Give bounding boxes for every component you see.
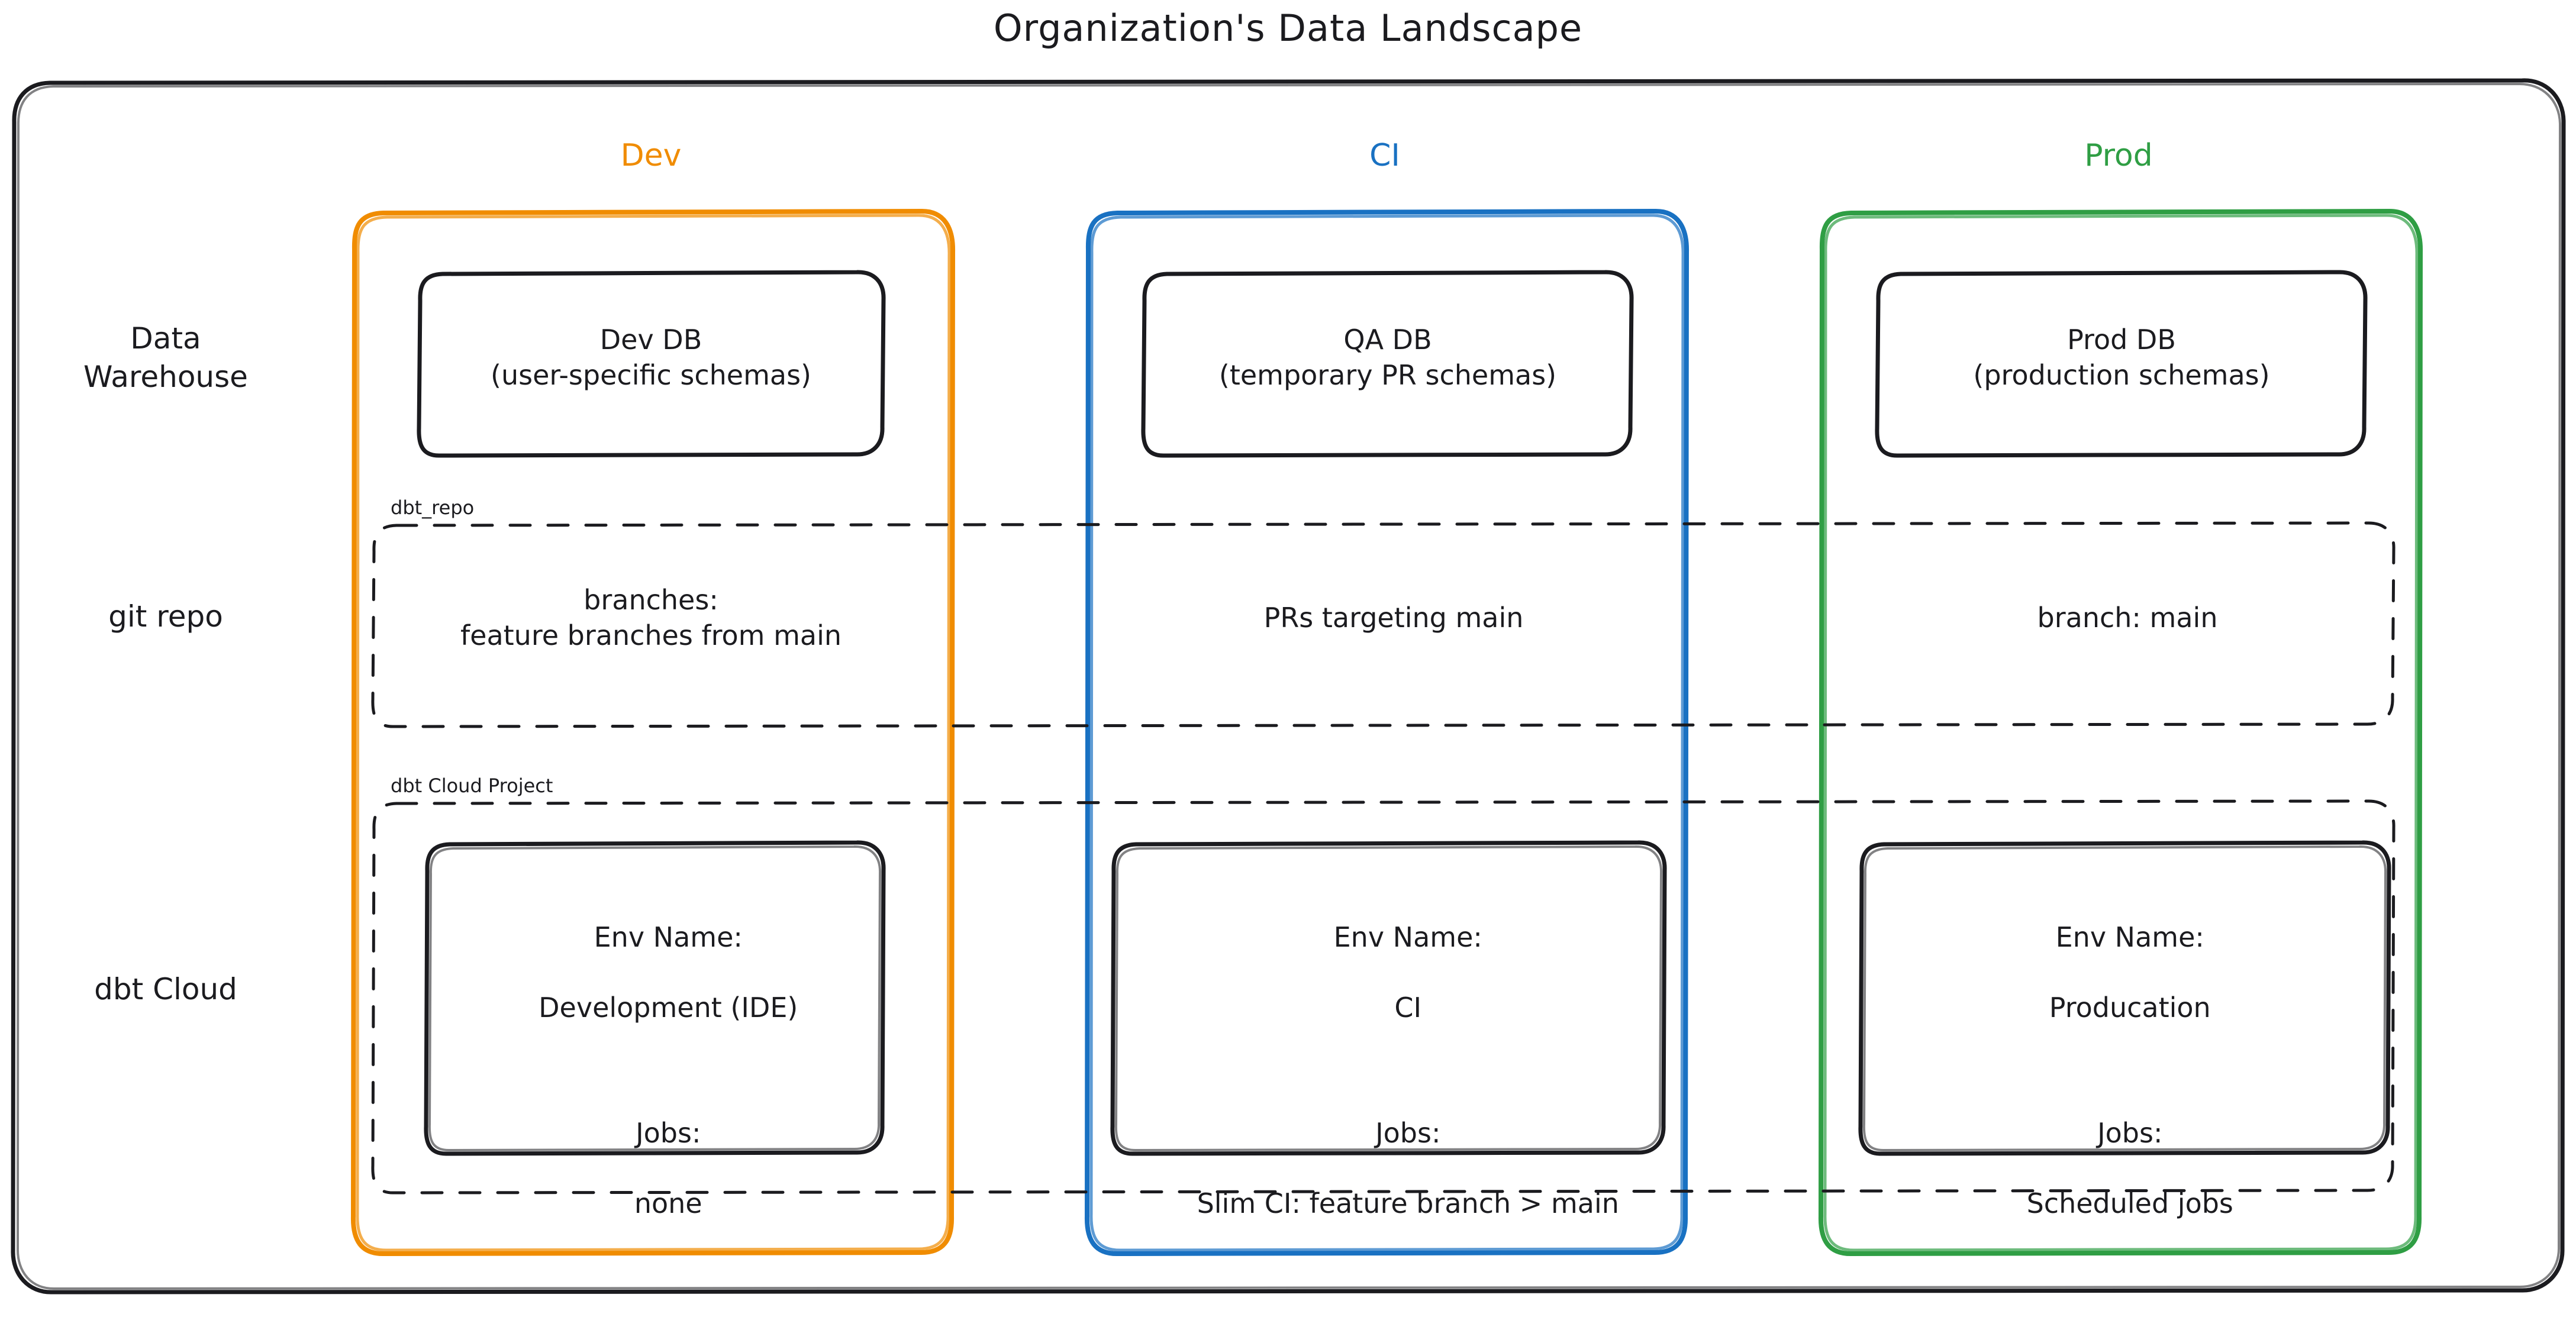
node-prod-git-branch: branch: main — [2037, 602, 2218, 634]
node-prod-db: Prod DB (production schemas) — [1973, 324, 2270, 391]
node-dev-dbt-cloud-env: Env Name: Development (IDE) Jobs: none — [414, 885, 888, 1257]
dev-env-name-label: Env Name: — [594, 921, 743, 953]
row-label-data-warehouse: Data Warehouse — [83, 321, 248, 394]
spacer — [1858, 1061, 2367, 1080]
prod-env-name-label: Env Name: — [2055, 921, 2204, 953]
spacer — [1113, 1061, 1669, 1080]
node-qa-db: QA DB (temporary PR schemas) — [1218, 324, 1557, 391]
dev-jobs-value: none — [634, 1187, 702, 1220]
node-dev-git-branches: branches: feature branches from main — [460, 584, 842, 651]
dev-env-name-value: Development (IDE) — [539, 992, 798, 1024]
prod-env-name-value: Producation — [2049, 992, 2211, 1024]
node-ci-git-prs: PRs targeting main — [1263, 602, 1524, 634]
column-header-ci: CI — [1369, 138, 1400, 173]
row-label-dbt-cloud: dbt Cloud — [94, 972, 237, 1006]
ci-jobs-label: Jobs: — [1375, 1116, 1441, 1149]
group-caption-dbt-cloud-project: dbt Cloud Project — [391, 774, 553, 797]
row-label-git-repo: git repo — [108, 599, 223, 634]
ci-env-name-label: Env Name: — [1333, 921, 1482, 953]
column-header-dev: Dev — [620, 138, 682, 173]
ci-jobs-value: Slim CI: feature branch > main — [1197, 1187, 1619, 1220]
ci-env-name-value: CI — [1394, 992, 1422, 1024]
dev-jobs-label: Jobs: — [636, 1116, 701, 1149]
node-ci-dbt-cloud-env: Env Name: CI Jobs: Slim CI: feature bran… — [1113, 885, 1669, 1257]
spacer — [414, 1061, 888, 1080]
page-title: Organization's Data Landscape — [993, 7, 1583, 50]
node-dev-db: Dev DB (user-specific schemas) — [491, 324, 811, 391]
column-header-prod: Prod — [2084, 138, 2153, 173]
group-caption-dbt-repo: dbt_repo — [391, 496, 475, 519]
prod-jobs-label: Jobs: — [2097, 1116, 2163, 1149]
node-prod-dbt-cloud-env: Env Name: Producation Jobs: Scheduled jo… — [1858, 885, 2367, 1257]
prod-jobs-value: Scheduled jobs — [2026, 1187, 2233, 1220]
